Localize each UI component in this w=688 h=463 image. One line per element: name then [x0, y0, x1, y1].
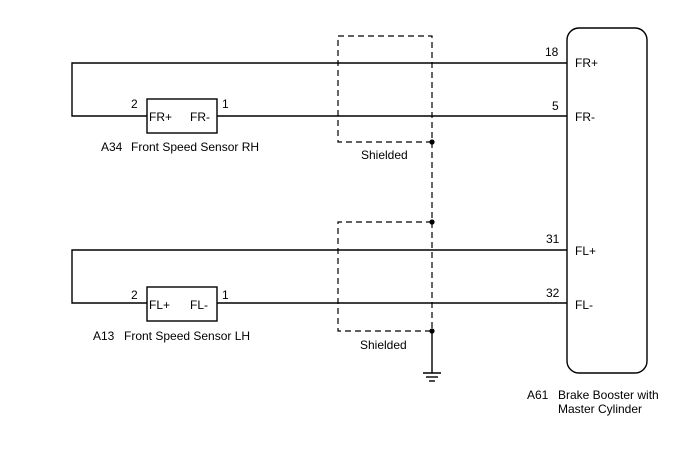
sensor-lh-pin-plus-label: FL+	[149, 298, 170, 312]
sensor-lh-pin-minus-num: 1	[222, 288, 229, 302]
sensor-lh-code: A13	[93, 329, 115, 343]
sensor-lh-box	[146, 286, 218, 322]
sensor-rh-code: A34	[101, 140, 123, 154]
ecu-pin-num: 31	[546, 232, 560, 246]
rh-circuit: FR+ FR- 2 1 A34 Front Speed Sensor RH	[71, 62, 567, 154]
shield-top-label: Shielded	[361, 148, 408, 162]
sensor-lh-pin-plus-num: 2	[131, 288, 138, 302]
wire-fr-plus	[71, 62, 567, 117]
ecu-pin-label: FR+	[575, 56, 598, 70]
ecu-pin-num: 32	[546, 286, 560, 300]
ecu-pin-label: FL+	[575, 244, 596, 258]
ecu-name-line2: Master Cylinder	[558, 402, 642, 416]
shield-top-outline	[337, 35, 433, 143]
lh-circuit: FL+ FL- 2 1 A13 Front Speed Sensor LH	[71, 249, 567, 343]
junction-dot	[429, 219, 435, 225]
sensor-rh-pin-minus-num: 1	[222, 97, 229, 111]
sensor-rh-pin-plus-num: 2	[131, 97, 138, 111]
shield-bottom-outline	[337, 221, 432, 332]
ecu-box	[566, 27, 648, 374]
ecu-code: A61	[527, 388, 549, 402]
ecu-pin-num: 18	[545, 45, 559, 59]
ground-icon	[423, 331, 441, 382]
junction-dot	[429, 139, 435, 145]
shield-bottom-label: Shielded	[360, 338, 407, 352]
sensor-rh-pin-minus-label: FR-	[190, 110, 210, 124]
ecu-pin-label: FL-	[575, 298, 593, 312]
sensor-rh-pin-plus-label: FR+	[149, 110, 172, 124]
ecu-name-line1: Brake Booster with	[558, 388, 659, 402]
shield-bottom: Shielded	[337, 221, 432, 352]
shield-top: Shielded	[337, 35, 433, 162]
sensor-rh-name: Front Speed Sensor RH	[131, 140, 259, 154]
ecu-pin-label: FR-	[575, 110, 595, 124]
sensor-lh-pin-minus-label: FL-	[190, 298, 208, 312]
wire-fl-plus	[71, 249, 567, 304]
sensor-rh-box	[146, 98, 218, 134]
ecu-pin-num: 5	[552, 99, 559, 113]
sensor-lh-name: Front Speed Sensor LH	[124, 329, 250, 343]
